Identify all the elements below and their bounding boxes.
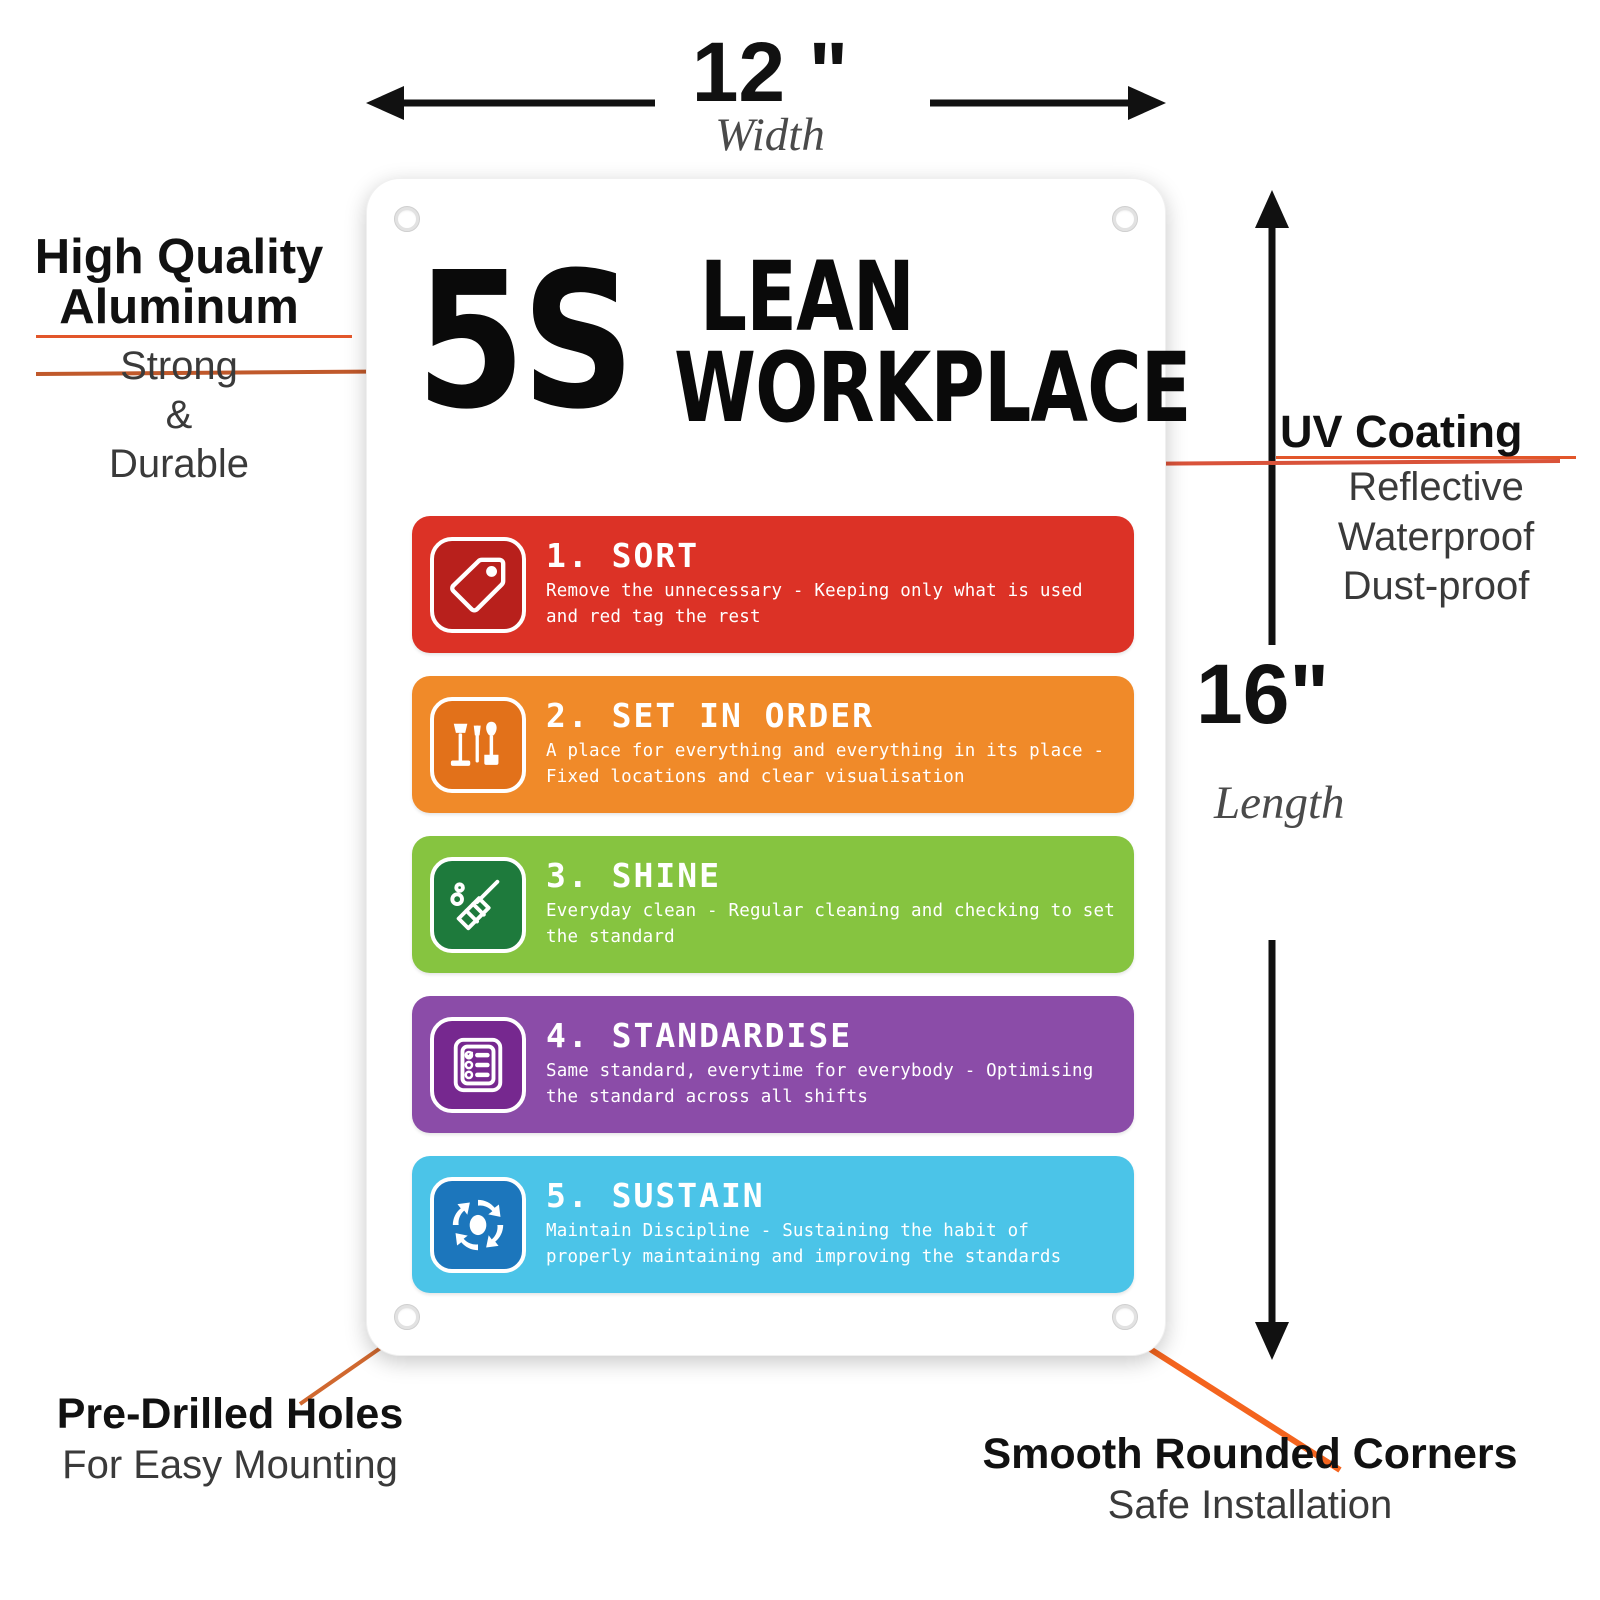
five-s-step-title: 3. SHINE <box>546 855 721 895</box>
callout-holes-sub: For Easy Mounting <box>62 1443 398 1488</box>
sign-title-line2: WORKPLACE <box>673 332 1191 445</box>
tag-icon <box>430 536 526 633</box>
cleaning-tools-icon <box>430 696 526 793</box>
length-caption: Length <box>1214 777 1345 829</box>
callout-aluminum-underline <box>36 334 352 338</box>
callout-uv-heading: UV Coating <box>1280 406 1523 457</box>
callout-aluminum-sub-line1: Strong <box>120 343 238 388</box>
five-s-step-description: A place for everything and everything in… <box>546 741 1105 787</box>
callout-aluminum-heading-line2: Aluminum <box>59 280 299 335</box>
callout-pre-drilled-holes: Pre-Drilled Holes For Easy Mounting <box>10 1390 450 1489</box>
callout-holes-heading: Pre-Drilled Holes <box>56 1390 404 1438</box>
width-dimension-label: 12 " Width <box>640 30 900 162</box>
five-s-step-text: 1. SORT Remove the unnecessary - Keeping … <box>526 535 1134 630</box>
callout-rounded-corners: Smooth Rounded Corners Safe Installation <box>905 1430 1595 1529</box>
callout-uv-sub-line3: Dust-proof <box>1342 564 1530 609</box>
sign-title-line1: LEAN <box>699 240 914 353</box>
sign-title: 5S LEAN WORKPLACE <box>416 232 1191 452</box>
five-s-step-title: 5. SUSTAIN <box>546 1175 765 1215</box>
callout-uv-coating: UV Coating Reflective Waterproof Dust-pr… <box>1276 408 1596 612</box>
width-caption: Width <box>715 109 825 161</box>
five-s-step-list: 1. SORT Remove the unnecessary - Keeping … <box>412 516 1134 1293</box>
callout-corners-sub: Safe Installation <box>1107 1483 1393 1528</box>
callout-aluminum: High Quality Aluminum Strong & Durable <box>4 232 354 488</box>
width-value: 12 " <box>691 25 849 119</box>
five-s-step-description: Same standard, everytime for everybody -… <box>546 1061 1094 1107</box>
length-value: 16" <box>1196 647 1330 741</box>
callout-uv-sub-line1: Reflective <box>1348 465 1524 510</box>
mounting-hole-bottom-left <box>394 1304 420 1330</box>
callout-corners-heading: Smooth Rounded Corners <box>982 1430 1518 1478</box>
broom-icon <box>430 856 526 953</box>
five-s-step-row: 1. SORT Remove the unnecessary - Keeping … <box>412 516 1134 653</box>
five-s-step-text: 3. SHINE Everyday clean - Regular cleanin… <box>526 855 1134 950</box>
five-s-step-description: Everyday clean - Regular cleaning and ch… <box>546 901 1116 947</box>
aluminum-sign: 5S LEAN WORKPLACE 1. SORT Remove the unne… <box>366 178 1191 1356</box>
five-s-step-title: 2. SET IN ORDER <box>546 695 875 735</box>
width-dimension-arrow-left <box>366 86 655 120</box>
five-s-step-title: 1. SORT <box>546 535 700 575</box>
length-dimension-arrow-bottom <box>1255 940 1289 1360</box>
sign-title-stack: LEAN WORKPLACE <box>673 240 1275 445</box>
five-s-step-description: Remove the unnecessary - Keeping only wh… <box>546 581 1083 627</box>
sign-title-badge: 5S <box>416 232 635 452</box>
mounting-hole-bottom-right <box>1112 1304 1138 1330</box>
length-dimension-label: 16" Length <box>1196 652 1446 830</box>
five-s-step-title: 4. STANDARDISE <box>546 1015 853 1055</box>
callout-aluminum-heading-line1: High Quality <box>34 230 324 284</box>
callout-aluminum-sub-line3: Durable <box>108 441 250 486</box>
five-s-step-row: 5. SUSTAIN Maintain Discipline - Sustaini… <box>412 1156 1134 1293</box>
callout-uv-underline <box>1276 456 1576 460</box>
mounting-hole-top-right <box>1112 206 1138 232</box>
five-s-step-row: 4. STANDARDISE Same standard, everytime f… <box>412 996 1134 1133</box>
five-s-step-row: 3. SHINE Everyday clean - Regular cleanin… <box>412 836 1134 973</box>
five-s-step-description: Maintain Discipline - Sustaining the hab… <box>546 1221 1062 1267</box>
callout-aluminum-sub-line2: & <box>165 392 193 437</box>
width-dimension-arrow-right <box>930 86 1166 120</box>
five-s-step-text: 5. SUSTAIN Maintain Discipline - Sustaini… <box>526 1175 1134 1270</box>
callout-uv-sub-line2: Waterproof <box>1337 514 1535 559</box>
cycle-arrows-icon <box>430 1176 526 1273</box>
five-s-step-text: 2. SET IN ORDER A place for everything an… <box>526 695 1134 790</box>
five-s-step-row: 2. SET IN ORDER A place for everything an… <box>412 676 1134 813</box>
checklist-icon <box>430 1016 526 1113</box>
five-s-step-text: 4. STANDARDISE Same standard, everytime f… <box>526 1015 1134 1110</box>
mounting-hole-top-left <box>394 206 420 232</box>
